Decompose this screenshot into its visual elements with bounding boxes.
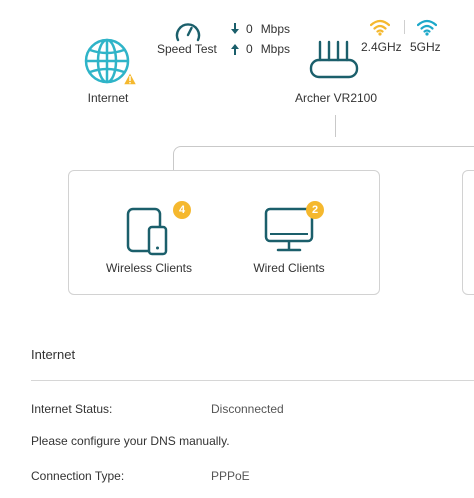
- download-rate: 0 Mbps: [230, 22, 290, 36]
- connector-line: [335, 115, 336, 137]
- router-icon[interactable]: [308, 40, 360, 82]
- connector-tree: [173, 146, 474, 176]
- arrow-up-icon: [231, 44, 239, 55]
- warning-icon: [122, 71, 138, 86]
- wifi-icon[interactable]: [417, 19, 437, 36]
- speed-test-button[interactable]: Speed Test: [157, 42, 217, 56]
- tablet-phone-icon: [126, 207, 168, 256]
- internet-node[interactable]: [83, 37, 138, 87]
- internet-label: Internet: [87, 91, 129, 105]
- wireless-clients-label: Wireless Clients: [105, 261, 192, 275]
- side-card[interactable]: [462, 170, 474, 295]
- upload-value: 0: [246, 42, 253, 56]
- globe-icon: [84, 38, 130, 84]
- arrow-down-icon: [231, 23, 239, 34]
- wired-clients-button[interactable]: 2 Wired Clients: [239, 201, 339, 281]
- section-divider: [31, 380, 474, 381]
- dns-note: Please configure your DNS manually.: [31, 434, 230, 448]
- band-5ghz-label: 5GHz: [410, 40, 441, 54]
- connection-type-label: Connection Type:: [31, 469, 125, 483]
- band-separator: [404, 20, 405, 34]
- wired-count-badge: 2: [306, 201, 324, 219]
- download-value: 0: [246, 22, 253, 36]
- internet-status-label: Internet Status:: [31, 402, 113, 416]
- wired-clients-label: Wired Clients: [253, 261, 325, 275]
- section-title: Internet: [31, 347, 76, 362]
- monitor-icon: [264, 207, 314, 252]
- internet-status-value: Disconnected: [211, 402, 284, 416]
- wifi-icon[interactable]: [370, 19, 390, 36]
- band-24ghz-label: 2.4GHz: [361, 40, 402, 54]
- wireless-count-badge: 4: [173, 201, 191, 219]
- upload-unit: Mbps: [260, 42, 291, 56]
- wireless-clients-button[interactable]: 4 Wireless Clients: [99, 201, 199, 281]
- speedometer-icon[interactable]: [175, 21, 201, 43]
- download-unit: Mbps: [260, 22, 291, 36]
- upload-rate: 0 Mbps: [230, 42, 290, 56]
- router-label: Archer VR2100: [294, 91, 378, 105]
- connection-type-value: PPPoE: [211, 469, 250, 483]
- clients-card: 4 Wireless Clients 2 Wired Clients: [68, 170, 380, 295]
